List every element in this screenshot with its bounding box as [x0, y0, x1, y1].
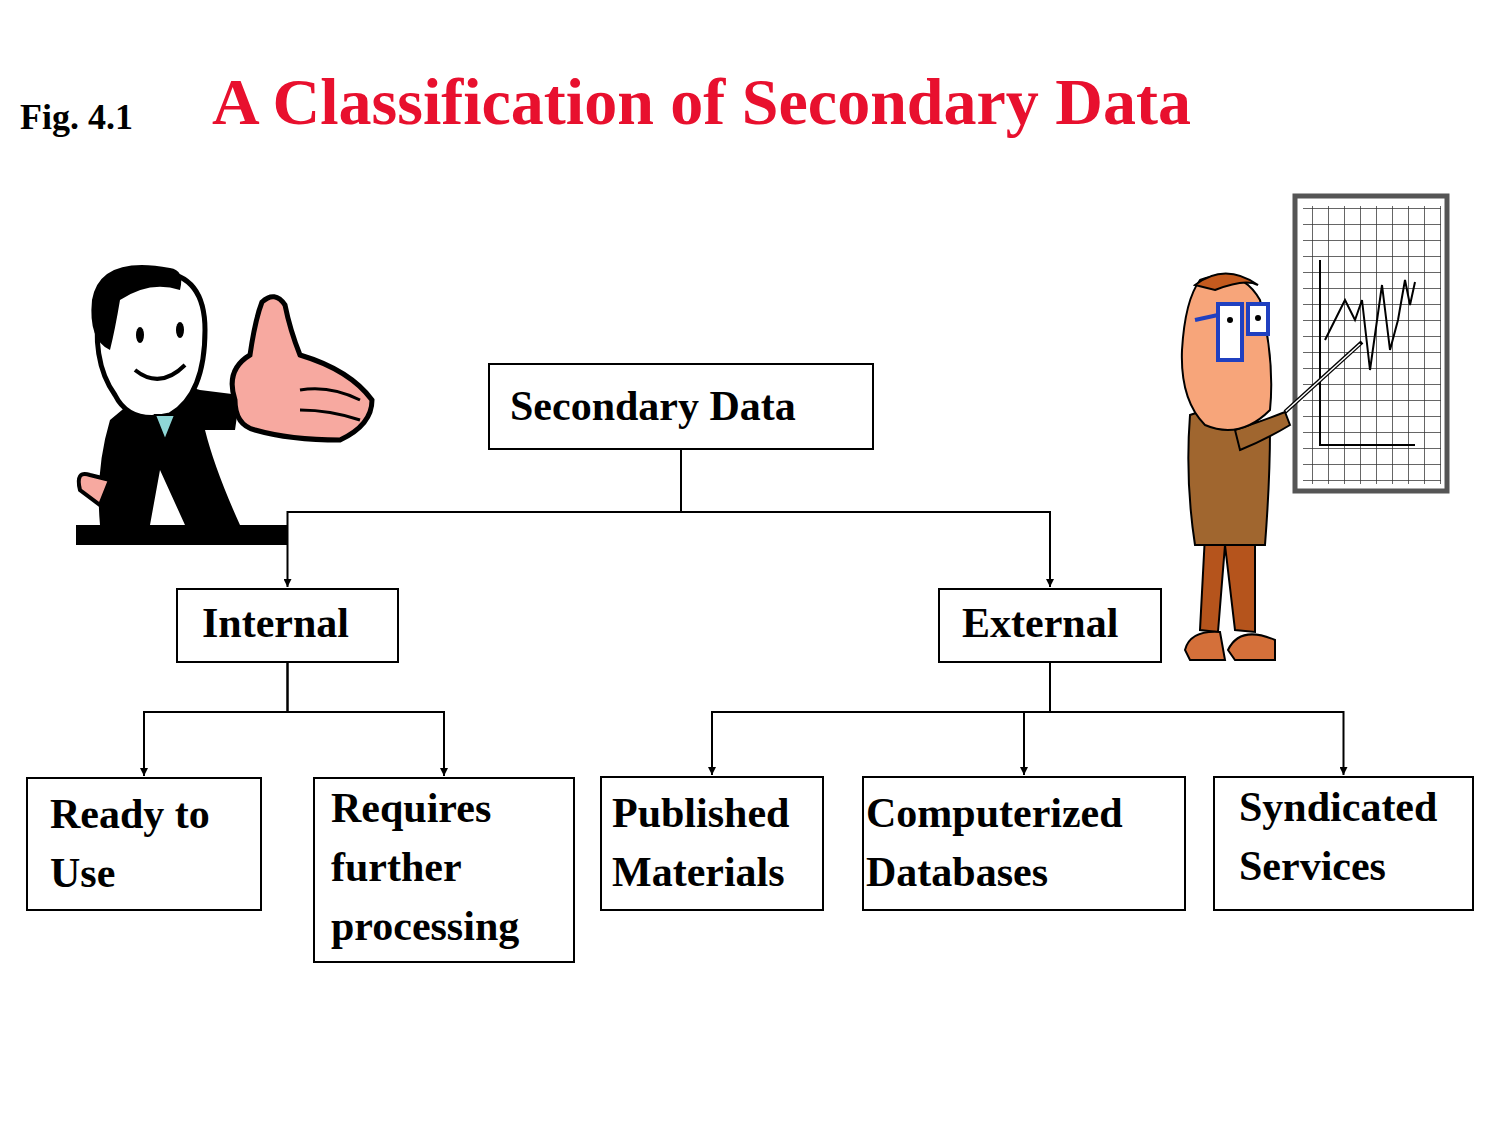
figure-number: Fig. 4.1	[20, 96, 133, 138]
tree-connector	[1024, 663, 1050, 775]
leaf-box: Requires further processing	[313, 777, 575, 963]
tree-connector	[712, 663, 1050, 775]
category-box: External	[938, 588, 1162, 663]
box-text: Secondary Data	[510, 377, 852, 436]
leaf-box: Syndicated Services	[1213, 776, 1474, 911]
box-text: Syndicated Services	[1239, 778, 1448, 896]
tree-connector	[144, 663, 288, 776]
box-text: External	[962, 594, 1138, 653]
figure-title: A Classification of Secondary Data	[212, 64, 1191, 140]
tree-connector	[1050, 663, 1344, 775]
box-text: Published Materials	[612, 784, 812, 902]
businessman-figure	[76, 265, 372, 545]
root-box: Secondary Data	[488, 363, 874, 450]
box-text: Internal	[202, 594, 373, 653]
tree-connector	[288, 663, 445, 776]
box-text: Requires further processing	[331, 779, 557, 955]
leaf-box: Computerized Databases	[862, 776, 1186, 911]
box-text: Ready to Use	[50, 785, 238, 903]
box-text: Computerized Databases	[866, 784, 1182, 902]
professor-figure	[1182, 196, 1447, 660]
category-box: Internal	[176, 588, 399, 663]
leaf-box: Published Materials	[600, 776, 824, 911]
leaf-box: Ready to Use	[26, 777, 262, 911]
tree-connector	[288, 450, 682, 587]
tree-connector	[681, 450, 1050, 587]
